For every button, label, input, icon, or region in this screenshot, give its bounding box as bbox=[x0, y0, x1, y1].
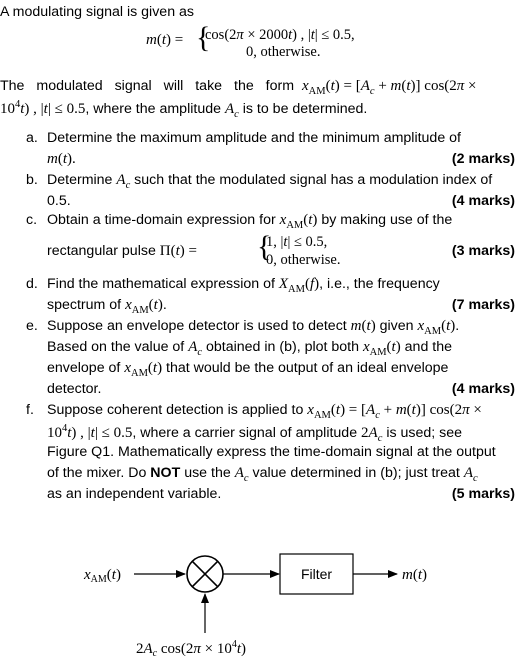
question-e-line3: envelope of xAM(t) that would be the out… bbox=[47, 360, 449, 379]
brace: { bbox=[257, 230, 272, 263]
marks-f: (5 marks) bbox=[451, 486, 515, 502]
question-d-line2: spectrum of xAM(t). bbox=[47, 297, 167, 316]
question-e-line2: Based on the value of Ac obtained in (b)… bbox=[47, 339, 452, 358]
question-f-line3: Figure Q1. Mathematically express the ti… bbox=[47, 444, 496, 460]
question-f-line2: 104t) , |t| ≤ 0.5, where a carrier signa… bbox=[47, 423, 463, 444]
input-label: xAM(t) bbox=[83, 567, 121, 585]
intro-line: A modulating signal is given as bbox=[0, 4, 195, 20]
question-e-line1: Suppose an envelope detector is used to … bbox=[47, 318, 460, 337]
label-c: c. bbox=[26, 212, 38, 228]
question-c-line2: rectangular pulse Π(t) = bbox=[47, 243, 197, 259]
block-diagram: xAM(t) Filter m(t) 2Ac cos(2π × 104t) bbox=[83, 553, 427, 659]
question-a-line1: Determine the maximum amplitude and the … bbox=[47, 130, 461, 146]
m-definition-lhs: m(t) = bbox=[146, 32, 184, 48]
output-label: m(t) bbox=[402, 567, 427, 583]
question-b-line1: Determine Ac such that the modulated sig… bbox=[47, 172, 493, 191]
pulse-case1: 1, |t| ≤ 0.5, bbox=[266, 234, 328, 250]
question-d-line1: Find the mathematical expression of XAM(… bbox=[47, 276, 440, 295]
marks-d: (7 marks) bbox=[451, 297, 515, 313]
label-b: b. bbox=[26, 172, 38, 188]
label-e: e. bbox=[26, 318, 38, 334]
label-a: a. bbox=[26, 130, 38, 146]
filter-box bbox=[279, 553, 354, 595]
question-a-line2: m(t). bbox=[47, 151, 76, 167]
question-f-line4: of the mixer. Do NOT use the Ac value de… bbox=[47, 465, 478, 484]
m-case2: 0, otherwise. bbox=[246, 44, 321, 60]
label-d: d. bbox=[26, 276, 38, 292]
question-c-line1: Obtain a time-domain expression for xAM(… bbox=[47, 212, 453, 231]
mixer-icon bbox=[186, 555, 224, 593]
brace: { bbox=[196, 21, 211, 54]
modulated-line2: 104t) , |t| ≤ 0.5, where the amplitude A… bbox=[0, 99, 368, 120]
marks-a: (2 marks) bbox=[451, 151, 515, 167]
question-f-line5: as an independent variable. bbox=[47, 486, 222, 502]
modulated-line1: The modulated signal will take the form … bbox=[0, 78, 477, 97]
carrier-label: 2Ac cos(2π × 104t) bbox=[136, 639, 246, 659]
pulse-case2: 0, otherwise. bbox=[266, 252, 341, 268]
question-b-line2: 0.5. bbox=[47, 193, 71, 209]
question-e-line4: detector. bbox=[47, 381, 102, 397]
marks-e: (4 marks) bbox=[451, 381, 515, 397]
marks-b: (4 marks) bbox=[451, 193, 515, 209]
filter-label: Filter bbox=[301, 566, 332, 582]
m-case1: cos(2π × 2000t) , |t| ≤ 0.5, bbox=[205, 27, 355, 43]
question-f-line1: Suppose coherent detection is applied to… bbox=[47, 402, 482, 421]
marks-c: (3 marks) bbox=[451, 243, 515, 259]
label-f: f. bbox=[26, 402, 34, 418]
